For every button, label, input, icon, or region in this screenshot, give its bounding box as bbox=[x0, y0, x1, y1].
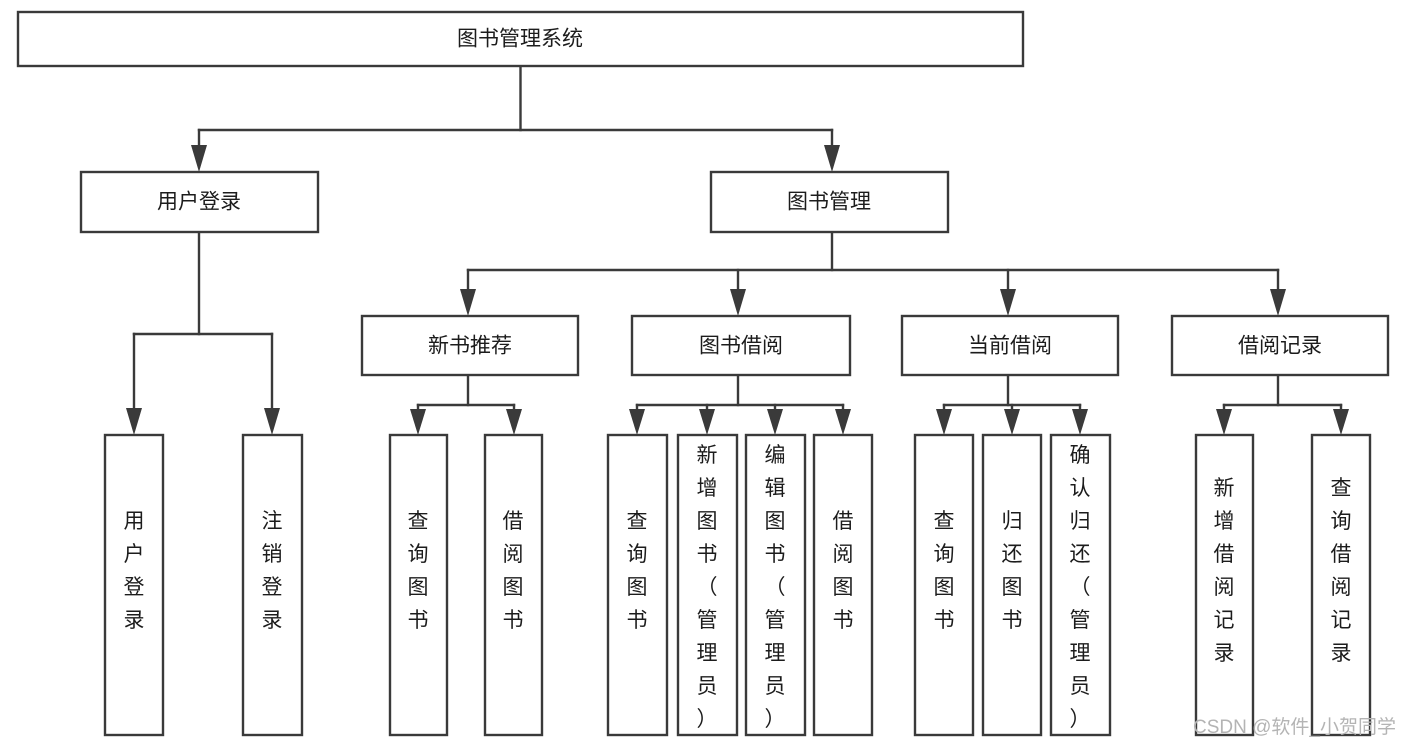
node-box-leaf-query-record[interactable] bbox=[1310, 433, 1372, 737]
node-box-leaf-return-book[interactable] bbox=[981, 433, 1043, 737]
node-box-book-borrow[interactable] bbox=[630, 314, 852, 377]
connector-group-borrow-record bbox=[1216, 373, 1349, 435]
node-label-leaf-query-book-3: 查询图书 bbox=[934, 510, 955, 632]
node-label-borrow-record: 借阅记录 bbox=[1238, 335, 1322, 358]
arrow-head-leaf-borrow-book-1 bbox=[506, 409, 522, 435]
connector-group-book-borrow bbox=[629, 373, 851, 435]
leaf-node-borrow-book-2[interactable]: 借阅图书 bbox=[812, 433, 874, 737]
watermark-label: CSDN @软件_小贺同学 bbox=[1193, 716, 1396, 738]
node-label-root: 图书管理系统 bbox=[457, 28, 583, 51]
connector-group-root bbox=[191, 64, 840, 172]
node-book-borrow[interactable]: 图书借阅 bbox=[630, 314, 852, 377]
node-box-leaf-borrow-book-2[interactable] bbox=[812, 433, 874, 737]
node-box-leaf-query-book-2[interactable] bbox=[606, 433, 669, 737]
node-label-leaf-borrow-book-1: 借阅图书 bbox=[503, 510, 524, 632]
node-box-leaf-add-record[interactable] bbox=[1194, 433, 1255, 737]
node-box-leaf-query-book-1[interactable] bbox=[388, 433, 449, 737]
leaf-node-query-book-2[interactable]: 查询图书 bbox=[606, 433, 669, 737]
leaf-node-confirm-return[interactable]: 确认归还（管理员） bbox=[1049, 433, 1112, 737]
node-label-leaf-query-record: 查询借阅记录 bbox=[1331, 477, 1352, 665]
node-label-leaf-confirm-return: 确认归还（管理员） bbox=[1070, 444, 1091, 731]
node-label-book-manage: 图书管理 bbox=[787, 191, 871, 214]
arrow-head-current-borrow bbox=[1000, 289, 1016, 316]
node-label-leaf-return-book: 归还图书 bbox=[1002, 510, 1023, 632]
node-root-system[interactable]: 图书管理系统 bbox=[16, 10, 1025, 68]
connector-group-new-book-recommend bbox=[410, 373, 522, 435]
node-box-leaf-add-book[interactable] bbox=[676, 433, 739, 737]
leaf-node-add-record[interactable]: 新增借阅记录 bbox=[1194, 433, 1255, 737]
leaf-node-user-login[interactable]: 用户登录 bbox=[103, 433, 165, 737]
arrow-head-leaf-query-book-1 bbox=[410, 409, 426, 435]
node-borrow-record[interactable]: 借阅记录 bbox=[1170, 314, 1390, 377]
connector-group-current-borrow bbox=[936, 373, 1088, 435]
node-box-leaf-user-login[interactable] bbox=[103, 433, 165, 737]
leaf-node-borrow-book-1[interactable]: 借阅图书 bbox=[483, 433, 544, 737]
node-user-login[interactable]: 用户登录 bbox=[79, 170, 320, 234]
node-box-user-login[interactable] bbox=[79, 170, 320, 234]
node-box-root[interactable] bbox=[16, 10, 1025, 68]
arrow-head-book-borrow bbox=[730, 289, 746, 316]
node-label-leaf-user-login: 用户登录 bbox=[124, 510, 145, 632]
arrow-head-leaf-query-book-2 bbox=[629, 409, 645, 435]
node-label-leaf-query-book-1: 查询图书 bbox=[408, 510, 429, 632]
node-label-book-borrow: 图书借阅 bbox=[699, 335, 783, 358]
arrow-head-leaf-logout bbox=[264, 408, 280, 435]
arrow-head-user-login bbox=[191, 145, 207, 172]
node-box-borrow-record[interactable] bbox=[1170, 314, 1390, 377]
node-label-leaf-query-book-2: 查询图书 bbox=[627, 510, 648, 632]
node-label-current-borrow: 当前借阅 bbox=[968, 335, 1052, 358]
leaf-node-query-record[interactable]: 查询借阅记录 bbox=[1310, 433, 1372, 737]
arrow-head-book-manage bbox=[824, 145, 840, 172]
leaf-node-edit-book[interactable]: 编辑图书（管理员） bbox=[744, 433, 807, 737]
arrow-head-borrow-record bbox=[1270, 289, 1286, 316]
arrow-head-leaf-query-book-3 bbox=[936, 409, 952, 435]
node-label-user-login: 用户登录 bbox=[157, 191, 241, 214]
arrow-head-leaf-confirm-return bbox=[1072, 409, 1088, 435]
node-label-leaf-add-record: 新增借阅记录 bbox=[1214, 477, 1235, 665]
leaf-node-add-book[interactable]: 新增图书（管理员） bbox=[676, 433, 739, 737]
arrow-head-leaf-add-record bbox=[1216, 409, 1232, 435]
node-box-leaf-confirm-return[interactable] bbox=[1049, 433, 1112, 737]
node-box-leaf-query-book-3[interactable] bbox=[913, 433, 975, 737]
connector-group-book-manage bbox=[460, 230, 1286, 316]
node-label-leaf-borrow-book-2: 借阅图书 bbox=[833, 510, 854, 632]
node-box-leaf-edit-book[interactable] bbox=[744, 433, 807, 737]
node-label-leaf-add-book: 新增图书（管理员） bbox=[697, 444, 718, 731]
node-box-book-manage[interactable] bbox=[709, 170, 950, 234]
leaf-node-logout[interactable]: 注销登录 bbox=[241, 433, 304, 737]
node-label-leaf-logout: 注销登录 bbox=[262, 510, 283, 632]
node-label-new-book-recommend: 新书推荐 bbox=[428, 335, 512, 358]
node-box-current-borrow[interactable] bbox=[900, 314, 1120, 377]
node-box-new-book-recommend[interactable] bbox=[360, 314, 580, 377]
arrow-head-leaf-edit-book bbox=[767, 409, 783, 435]
node-label-leaf-edit-book: 编辑图书（管理员） bbox=[765, 444, 786, 731]
node-new-book-recommend[interactable]: 新书推荐 bbox=[360, 314, 580, 377]
node-box-leaf-logout[interactable] bbox=[241, 433, 304, 737]
arrow-head-leaf-borrow-book-2 bbox=[835, 409, 851, 435]
leaf-node-return-book[interactable]: 归还图书 bbox=[981, 433, 1043, 737]
arrow-head-leaf-query-record bbox=[1333, 409, 1349, 435]
arrow-head-leaf-user-login bbox=[126, 408, 142, 435]
node-box-leaf-borrow-book-1[interactable] bbox=[483, 433, 544, 737]
node-book-manage[interactable]: 图书管理 bbox=[709, 170, 950, 234]
connector-group-user-login bbox=[126, 230, 280, 435]
leaf-node-query-book-3[interactable]: 查询图书 bbox=[913, 433, 975, 737]
node-current-borrow[interactable]: 当前借阅 bbox=[900, 314, 1120, 377]
arrow-head-leaf-return-book bbox=[1004, 409, 1020, 435]
arrow-head-new-book-recommend bbox=[460, 289, 476, 316]
leaf-node-query-book-1[interactable]: 查询图书 bbox=[388, 433, 449, 737]
arrow-head-leaf-add-book bbox=[699, 409, 715, 435]
